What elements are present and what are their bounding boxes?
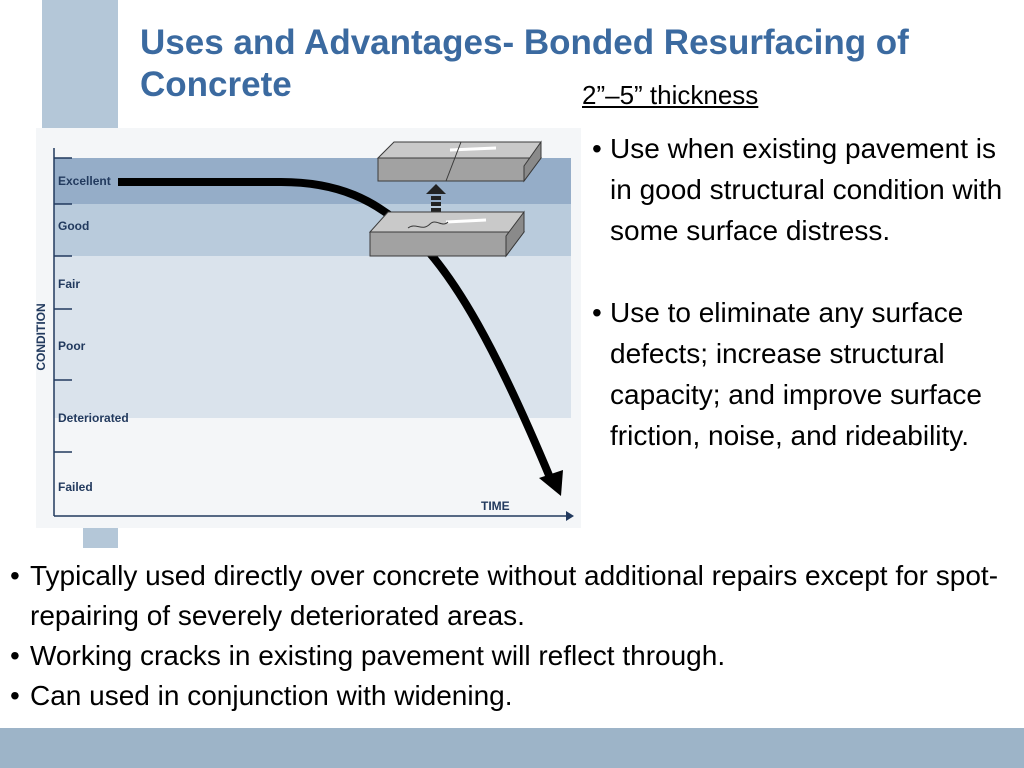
x-axis-label: TIME [481, 499, 510, 513]
bottom-bullet-item: • Typically used directly over concrete … [10, 556, 1010, 636]
condition-label-good: Good [58, 219, 89, 233]
footer-bar [0, 728, 1024, 768]
bullet-icon: • [592, 297, 602, 328]
bullet-icon: • [10, 680, 20, 711]
pavement-slab-after-icon [376, 140, 542, 183]
y-axis-label: CONDITION [36, 303, 48, 370]
right-bullet-text: Use when existing pavement is in good st… [610, 133, 1003, 246]
thickness-label: 2”–5” thickness [582, 80, 759, 110]
accent-bar-small [83, 528, 118, 548]
bullet-icon: • [592, 133, 602, 164]
accent-bar-top [42, 0, 118, 128]
bullet-icon: • [10, 640, 20, 671]
x-axis-arrow-icon [566, 511, 574, 521]
condition-label-failed: Failed [58, 480, 93, 494]
curve-arrowhead-icon [539, 470, 563, 496]
bottom-bullet-item: • Working cracks in existing pavement wi… [10, 636, 1010, 676]
right-bullet-item: • Use when existing pavement is in good … [592, 128, 1012, 251]
condition-label-deteriorated: Deteriorated [58, 411, 129, 425]
band-fair-poor [54, 256, 571, 418]
slide-title: Uses and Advantages- Bonded Resurfacing … [140, 23, 909, 104]
y-ticks [54, 157, 72, 453]
bottom-bullet-list: • Typically used directly over concrete … [10, 556, 1010, 716]
right-bullet-list: • Use when existing pavement is in good … [592, 128, 1012, 456]
condition-label-excellent: Excellent [58, 174, 111, 188]
bottom-bullet-text: Can used in conjunction with widening. [30, 680, 513, 711]
bullet-icon: • [10, 560, 20, 591]
bottom-bullet-text: Typically used directly over concrete wi… [30, 560, 999, 631]
bottom-bullet-item: • Can used in conjunction with widening. [10, 676, 1010, 716]
condition-label-poor: Poor [58, 339, 86, 353]
right-bullet-item: • Use to eliminate any surface defects; … [592, 292, 1012, 456]
upgrade-arrow-icon [426, 184, 446, 212]
bottom-bullet-text: Working cracks in existing pavement will… [30, 640, 726, 671]
condition-label-fair: Fair [58, 277, 80, 291]
pavement-slab-before-icon [368, 210, 525, 258]
condition-time-chart: ExcellentGoodFairPoorDeterioratedFailed … [36, 128, 581, 528]
right-bullet-text: Use to eliminate any surface defects; in… [610, 297, 982, 451]
